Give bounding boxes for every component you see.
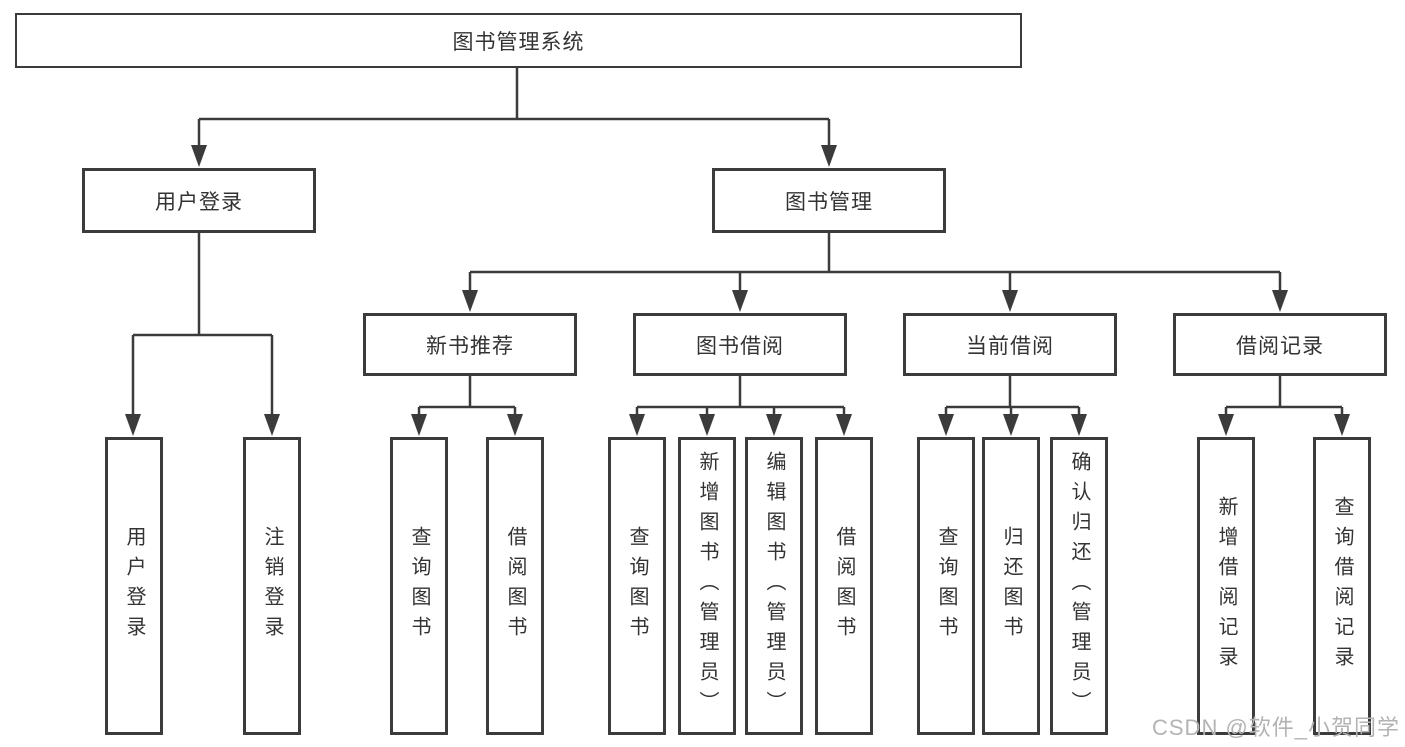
leaf-query-books-recommend: 查询图书 <box>390 437 448 735</box>
leaf-label: 借阅图书 <box>504 526 526 646</box>
node-current-borrowing: 当前借阅 <box>903 313 1117 376</box>
leaf-query-books-current: 查询图书 <box>917 437 975 735</box>
node-current-borrowing-label: 当前借阅 <box>966 334 1054 358</box>
leaf-user-login-label: 用户登录 <box>123 526 145 646</box>
node-new-book-recommend: 新书推荐 <box>363 313 577 376</box>
leaf-query-borrow-record: 查询借阅记录 <box>1313 437 1371 735</box>
leaf-confirm-return-admin: 确认归还（管理员） <box>1050 437 1108 735</box>
node-book-borrowing: 图书借阅 <box>633 313 847 376</box>
leaf-label: 新增图书（管理员） <box>696 451 718 721</box>
leaf-borrow-books-recommend: 借阅图书 <box>486 437 544 735</box>
leaf-label: 查询图书 <box>408 526 430 646</box>
leaf-add-books-admin: 新增图书（管理员） <box>678 437 736 735</box>
leaf-logout: 注销登录 <box>243 437 301 735</box>
leaf-label: 借阅图书 <box>833 526 855 646</box>
leaf-user-login: 用户登录 <box>105 437 163 735</box>
node-borrowing-records: 借阅记录 <box>1173 313 1387 376</box>
node-user-login: 用户登录 <box>82 168 316 233</box>
leaf-label: 新增借阅记录 <box>1215 496 1237 676</box>
leaf-logout-label: 注销登录 <box>261 526 283 646</box>
leaf-add-borrow-record: 新增借阅记录 <box>1197 437 1255 735</box>
leaf-label: 归还图书 <box>1000 526 1022 646</box>
node-book-management-label: 图书管理 <box>785 190 873 214</box>
node-new-book-recommend-label: 新书推荐 <box>426 334 514 358</box>
watermark: CSDN @软件_小贺同学 <box>1152 715 1401 740</box>
leaf-label: 确认归还（管理员） <box>1068 451 1090 721</box>
leaf-return-books: 归还图书 <box>982 437 1040 735</box>
node-book-borrowing-label: 图书借阅 <box>696 334 784 358</box>
node-user-login-label: 用户登录 <box>155 190 243 214</box>
node-borrowing-records-label: 借阅记录 <box>1236 334 1324 358</box>
leaf-label: 查询图书 <box>935 526 957 646</box>
leaf-borrow-books: 借阅图书 <box>815 437 873 735</box>
leaf-query-books-borrowing: 查询图书 <box>608 437 666 735</box>
leaf-label: 查询借阅记录 <box>1331 496 1353 676</box>
leaf-label: 编辑图书（管理员） <box>763 451 785 721</box>
leaf-edit-books-admin: 编辑图书（管理员） <box>745 437 803 735</box>
node-book-management: 图书管理 <box>712 168 946 233</box>
node-root-label: 图书管理系统 <box>452 30 585 54</box>
leaf-label: 查询图书 <box>626 526 648 646</box>
node-root: 图书管理系统 <box>15 13 1022 68</box>
